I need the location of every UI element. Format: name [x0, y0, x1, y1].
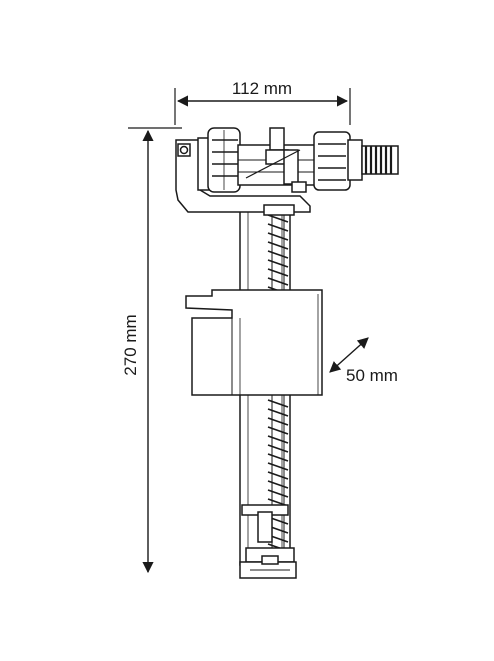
- depth-label: 50 mm: [346, 366, 398, 385]
- valve-float: [185, 289, 323, 396]
- width-dimension: 112 mm: [174, 79, 351, 125]
- height-dimension: 270 mm: [121, 127, 182, 574]
- height-label: 270 mm: [121, 314, 140, 375]
- valve-left-cap: [197, 127, 241, 193]
- threaded-inlet: [361, 145, 399, 175]
- valve-right-nut: [313, 131, 363, 191]
- valve-body: [237, 127, 317, 193]
- width-label: 112 mm: [232, 79, 292, 98]
- tube-bottom-fitting: [239, 504, 297, 579]
- fill-valve-drawing: [175, 127, 399, 579]
- depth-dimension: 50 mm: [329, 337, 398, 385]
